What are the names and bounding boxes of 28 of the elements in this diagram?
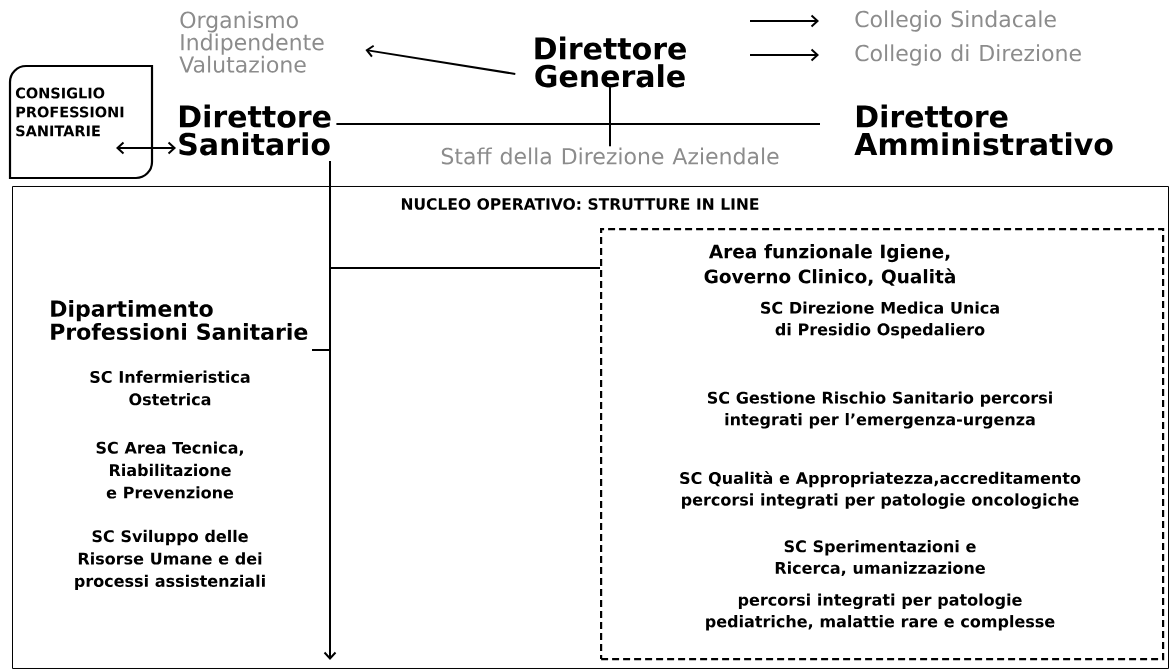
body-text: Organismo Indipendente Valutazione	[179, 11, 324, 73]
title-text: Direttore Generale	[535, 36, 686, 88]
connector-line	[335, 123, 821, 125]
unit-label: SC Sviluppo delle Risorse Umane e dei processi assistenziali	[75, 529, 265, 591]
body-text: Collegio Sindacale	[855, 10, 1056, 32]
title-text: Direttore Sanitario	[179, 104, 331, 156]
unit-label: SC Area Tecnica, Riabilitazione e Prevenzione	[96, 441, 243, 499]
arrow	[749, 14, 819, 28]
department-heading: Dipartimento Professioni Sanitarie	[51, 299, 308, 341]
unit-label: SC Sperimentazioni e Ricerca, umanizzazione	[775, 539, 985, 576]
title-text: Direttore Amministrativo	[854, 104, 1113, 156]
section-heading: NUCLEO OPERATIVO: STRUTTURE IN LINE	[401, 198, 759, 210]
dashed-box	[600, 228, 1165, 661]
unit-label: SC Infermieristica Ostetrica	[90, 370, 250, 406]
body-text: Collegio di Direzione	[855, 44, 1081, 66]
unit-label: percorsi integrati per patologie pediatriche, malattie rare e complesse	[706, 593, 1055, 631]
unit-label: SC Gestione Rischio Sanitario percorsi integrati per l’emergenza-urgenza	[707, 391, 1052, 429]
connector-line	[311, 160, 331, 351]
unit-label: SC Qualità e Appropriatezza,accreditamento percorsi integrati per patologie oncologiche	[680, 471, 1081, 509]
arrow	[365, 44, 517, 75]
council-box: CONSIGLIO PROFESSIONI SANITARIE	[8, 64, 154, 180]
connector-line	[609, 86, 611, 148]
unit-label: SC Direzione Medica Unica di Presidio Ospedaliero	[761, 301, 999, 339]
body-text: Staff della Direzione Aziendale	[441, 147, 779, 165]
arrow	[116, 141, 176, 155]
area-heading: Area funzionale Igiene, Governo Clinico, Qualità	[704, 244, 955, 286]
section-box	[12, 186, 1169, 669]
arrow	[749, 48, 819, 62]
